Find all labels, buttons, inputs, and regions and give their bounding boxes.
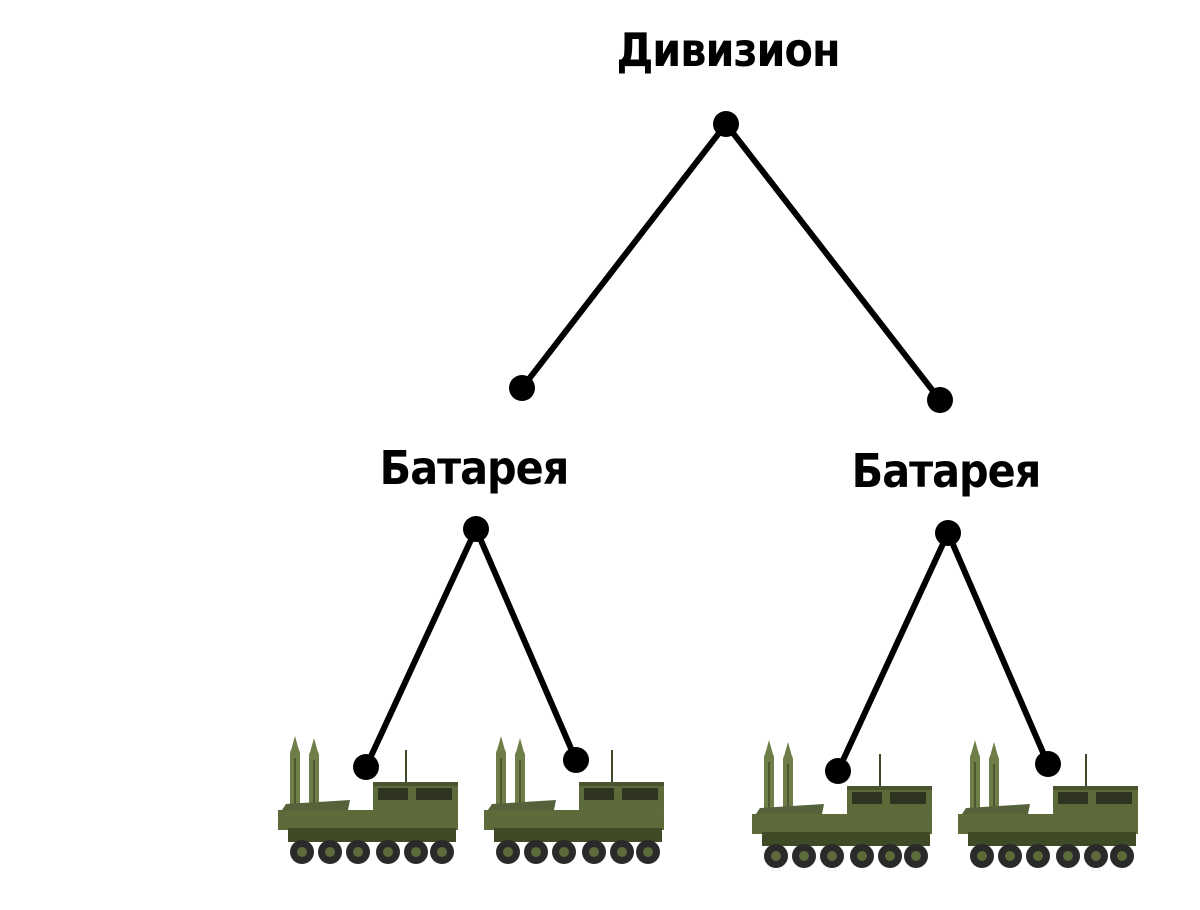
battery-2-top-dot xyxy=(927,387,953,413)
launcher-3-dot xyxy=(825,758,851,784)
battery-2-label: Батарея xyxy=(852,444,1041,498)
battery-1-bottom-dot xyxy=(463,516,489,542)
root-label: Дивизион xyxy=(616,23,839,77)
battery-2-bottom-dot xyxy=(935,520,961,546)
edge-battery-2-launcher-3 xyxy=(835,530,951,774)
launcher-1-dot xyxy=(353,754,379,780)
edge-root-battery-1 xyxy=(519,121,729,391)
edge-battery-1-launcher-2 xyxy=(473,526,579,763)
edge-root-battery-2 xyxy=(723,121,943,403)
battery-1-label: Батарея xyxy=(380,441,569,495)
root-node-dot xyxy=(713,111,739,137)
nodes xyxy=(353,111,1061,784)
edge-battery-2-launcher-4 xyxy=(945,530,1051,767)
edge-battery-1-launcher-1 xyxy=(363,526,479,770)
launcher-2-dot xyxy=(563,747,589,773)
launcher-4-dot xyxy=(1035,751,1061,777)
battery-1-top-dot xyxy=(509,375,535,401)
edges xyxy=(363,121,1051,774)
